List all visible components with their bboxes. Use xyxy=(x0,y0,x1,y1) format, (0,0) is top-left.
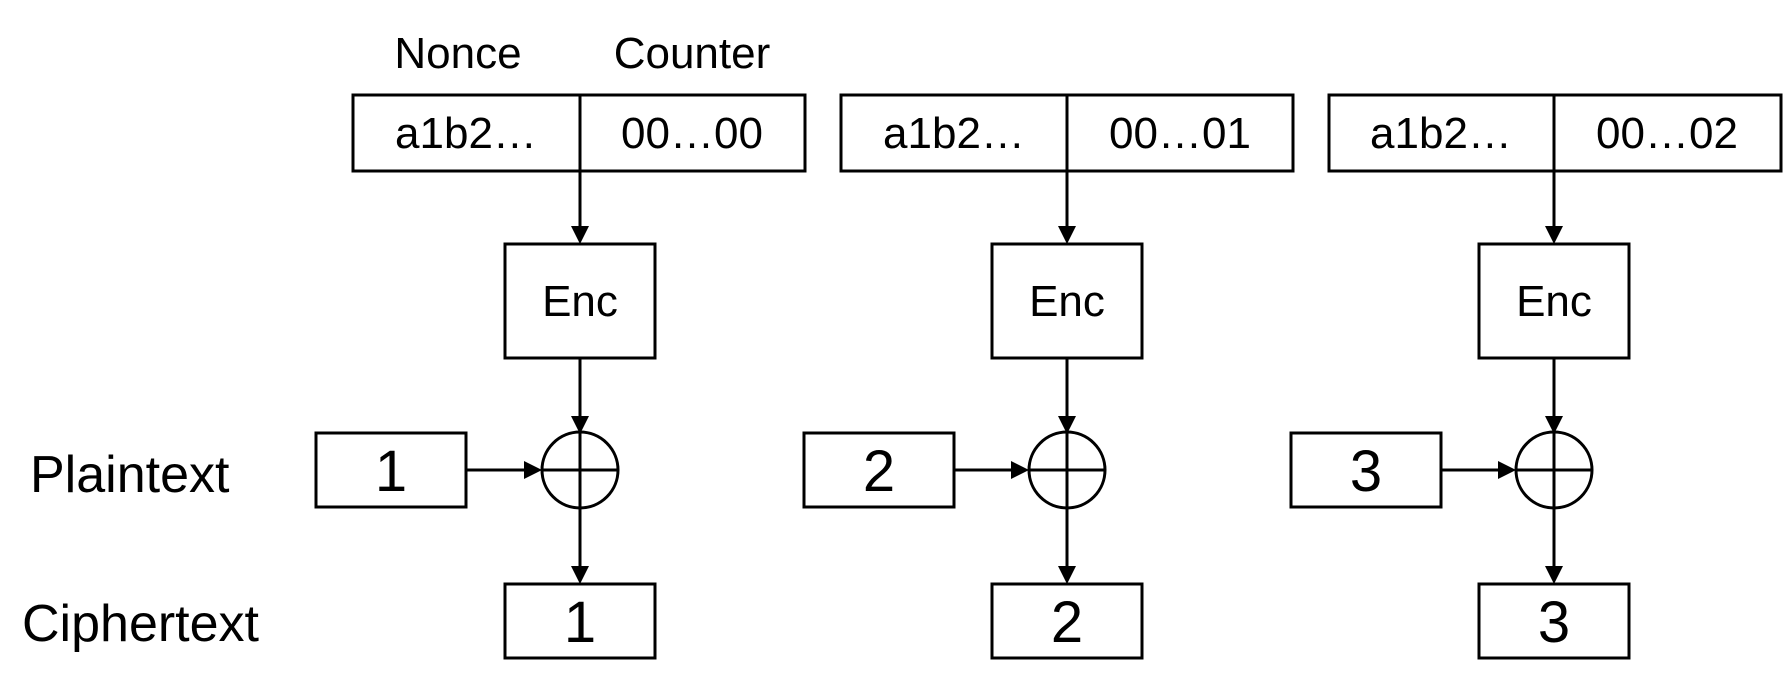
ctr-block-1: a1b2… 00…00 Enc 1 1 xyxy=(314,93,807,660)
ctr-block-3: a1b2… 00…02 Enc 3 3 xyxy=(1289,93,1783,660)
xor-icon xyxy=(1514,430,1594,510)
nonce-field-2: a1b2… xyxy=(883,109,1025,158)
arrowhead-icon xyxy=(1011,461,1029,479)
arrowhead-icon xyxy=(524,461,542,479)
plaintext-value-3: 3 xyxy=(1350,439,1382,504)
ciphertext-box-3 xyxy=(1477,582,1631,660)
ciphertext-value-3: 3 xyxy=(1538,590,1570,655)
enc-box-2 xyxy=(990,242,1144,360)
enc-label-3: Enc xyxy=(1516,277,1592,326)
arrowhead-icon xyxy=(1058,416,1076,434)
arrowhead-icon xyxy=(571,226,589,244)
nonce-header: Nonce xyxy=(394,29,521,78)
arrowhead-icon xyxy=(571,566,589,584)
ciphertext-value-1: 1 xyxy=(564,590,596,655)
enc-box-1 xyxy=(503,242,657,360)
arrowhead-icon xyxy=(1545,566,1563,584)
xor-icon xyxy=(1027,430,1107,510)
counter-field-2: 00…01 xyxy=(1109,109,1251,158)
arrowhead-icon xyxy=(571,416,589,434)
arrowhead-icon xyxy=(1545,226,1563,244)
ciphertext-row-label: Ciphertext xyxy=(22,595,260,653)
enc-label-2: Enc xyxy=(1029,277,1105,326)
arrowhead-icon xyxy=(1498,461,1516,479)
enc-box-3 xyxy=(1477,242,1631,360)
nonce-field-1: a1b2… xyxy=(395,109,537,158)
counter-header: Counter xyxy=(614,29,771,78)
arrowhead-icon xyxy=(1545,416,1563,434)
arrowhead-icon xyxy=(1058,566,1076,584)
arrowhead-icon xyxy=(1058,226,1076,244)
counter-field-1: 00…00 xyxy=(621,109,763,158)
ciphertext-value-2: 2 xyxy=(1051,590,1083,655)
ciphertext-box-2 xyxy=(990,582,1144,660)
enc-label-1: Enc xyxy=(542,277,618,326)
ctr-block-2: a1b2… 00…01 Enc 2 2 xyxy=(802,93,1295,660)
xor-icon xyxy=(540,430,620,510)
plaintext-row-label: Plaintext xyxy=(30,446,230,504)
plaintext-value-2: 2 xyxy=(863,439,895,504)
nonce-field-3: a1b2… xyxy=(1370,109,1512,158)
ciphertext-box-1 xyxy=(503,582,657,660)
plaintext-value-1: 1 xyxy=(375,439,407,504)
plaintext-box-3 xyxy=(1289,431,1443,509)
counter-field-3: 00…02 xyxy=(1596,109,1738,158)
plaintext-box-1 xyxy=(314,431,468,509)
